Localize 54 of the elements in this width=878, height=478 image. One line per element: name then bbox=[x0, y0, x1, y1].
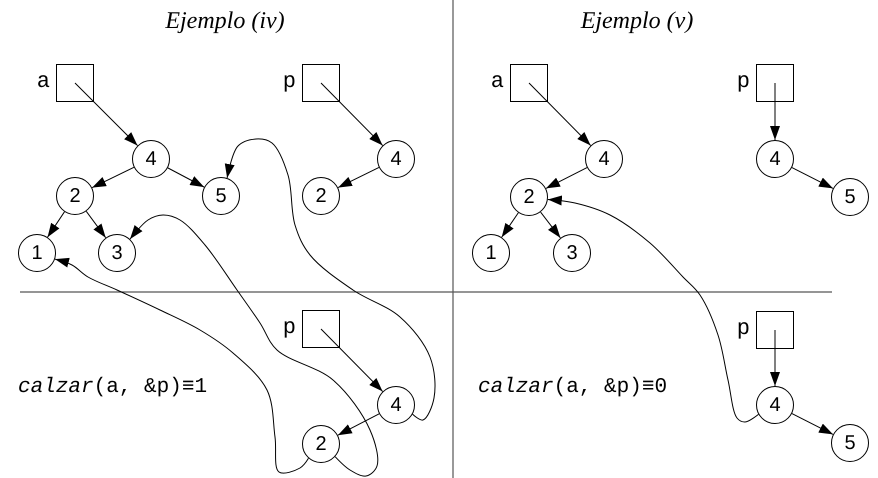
arrow bbox=[528, 82, 592, 146]
tree-node-circle: 1 bbox=[472, 234, 510, 272]
arrow bbox=[338, 166, 380, 188]
tree-node-circle: 4 bbox=[377, 386, 415, 424]
arrow bbox=[167, 167, 205, 188]
tree-node-circle: 4 bbox=[585, 140, 623, 178]
arrow bbox=[501, 212, 519, 238]
arrow bbox=[47, 211, 65, 238]
tree-node-circle: 5 bbox=[202, 177, 240, 215]
variable-name: p bbox=[282, 317, 296, 339]
arrow bbox=[545, 167, 588, 189]
variable-name: p bbox=[282, 71, 296, 93]
curved-arrow bbox=[547, 196, 759, 422]
tree-node-circle: 2 bbox=[302, 425, 340, 463]
arrow bbox=[92, 166, 134, 188]
arrow bbox=[86, 210, 106, 238]
arrow bbox=[770, 82, 780, 140]
arrow bbox=[74, 82, 138, 146]
pointer-cell bbox=[302, 310, 340, 348]
pointer-cell bbox=[302, 64, 340, 102]
arrow bbox=[770, 330, 780, 386]
function-call-text: calzar(a, &p)≡1 bbox=[18, 376, 208, 400]
tree-node-circle: 2 bbox=[56, 177, 94, 215]
curved-arrow bbox=[224, 138, 436, 421]
tree-node-circle: 4 bbox=[377, 140, 415, 178]
variable-name: p bbox=[736, 318, 750, 340]
tree-node-circle: 2 bbox=[302, 177, 340, 215]
panel-title: Ejemplo (v) bbox=[580, 8, 694, 34]
tree-node-circle: 4 bbox=[756, 386, 794, 424]
tree-node-circle: 4 bbox=[132, 140, 170, 178]
curved-arrow bbox=[130, 214, 378, 477]
function-call-text: calzar(a, &p)≡0 bbox=[478, 376, 668, 400]
variable-name: p bbox=[736, 71, 750, 93]
arrow bbox=[791, 167, 834, 189]
arrow bbox=[791, 413, 834, 435]
arrow bbox=[320, 328, 384, 392]
tree-node-circle: 3 bbox=[98, 234, 136, 272]
tree-node-circle: 3 bbox=[553, 234, 591, 272]
pointer-cell bbox=[756, 311, 794, 349]
arrow bbox=[337, 413, 380, 436]
variable-name: a bbox=[36, 71, 50, 93]
panel-title: Ejemplo (iv) bbox=[165, 8, 285, 34]
tree-node-circle: 1 bbox=[18, 234, 56, 272]
pointer-cell bbox=[56, 64, 94, 102]
tree-node-circle: 4 bbox=[756, 140, 794, 178]
variable-name: a bbox=[490, 71, 504, 93]
tree-node-circle: 5 bbox=[831, 424, 869, 462]
pointer-cell bbox=[510, 64, 548, 102]
curved-arrow bbox=[54, 258, 309, 474]
tree-node-circle: 2 bbox=[510, 178, 548, 216]
arrow bbox=[540, 212, 561, 238]
tree-node-circle: 5 bbox=[831, 178, 869, 216]
pointer-cell bbox=[756, 64, 794, 102]
arrow bbox=[320, 82, 384, 146]
